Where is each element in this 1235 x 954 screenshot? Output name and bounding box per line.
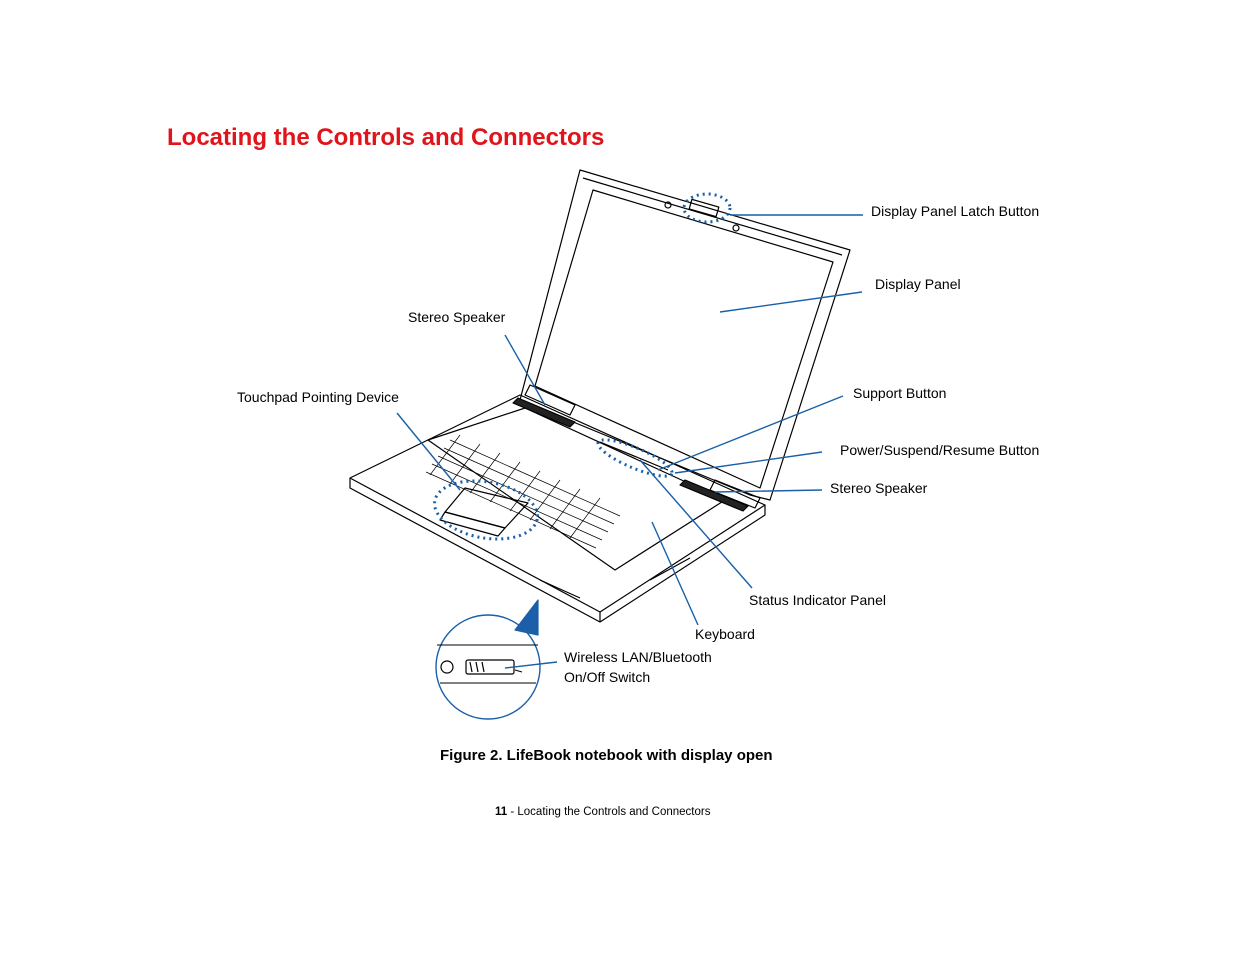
label-display-latch-button: Display Panel Latch Button	[871, 203, 1040, 219]
zoom-pointer	[514, 599, 539, 636]
label-stereo-speaker-right: Stereo Speaker	[830, 480, 928, 496]
label-wireless-switch-line2: On/Off Switch	[564, 669, 651, 685]
callout-keyboard	[651, 521, 699, 626]
status-highlight	[596, 438, 674, 478]
callout-support	[657, 395, 844, 471]
label-stereo-speaker-left: Stereo Speaker	[408, 309, 506, 325]
callout-wireless	[504, 661, 558, 669]
label-touchpad: Touchpad Pointing Device	[237, 389, 399, 405]
callout-speaker-left	[504, 334, 546, 406]
callout-speaker-right	[714, 489, 823, 493]
callout-status	[639, 459, 753, 589]
latch	[688, 198, 720, 218]
page-title: Locating the Controls and Connectors	[167, 124, 605, 151]
callout-power	[674, 451, 823, 474]
label-wireless-switch-line1: Wireless LAN/Bluetooth	[564, 649, 712, 665]
display-screen	[534, 189, 834, 489]
callout-display	[719, 291, 863, 313]
page-footer: 11 - Locating the Controls and Connector…	[495, 806, 710, 818]
latch-highlight	[682, 192, 732, 224]
label-power-button: Power/Suspend/Resume Button	[840, 442, 1040, 458]
label-status-indicator-panel: Status Indicator Panel	[749, 592, 886, 608]
page-number: 11	[495, 806, 508, 818]
wireless-switch	[465, 659, 515, 675]
figure-caption: Figure 2. LifeBook notebook with display…	[440, 747, 773, 764]
callout-touchpad	[396, 412, 461, 491]
switch-detail-circle	[435, 614, 541, 720]
keyboard-area	[427, 407, 726, 571]
label-display-panel: Display Panel	[875, 276, 961, 292]
label-keyboard: Keyboard	[695, 626, 755, 642]
touchpad-shape	[444, 487, 529, 529]
laptop-base	[349, 394, 766, 613]
display-lid	[519, 169, 851, 501]
touchpad-highlight	[433, 479, 539, 541]
label-support-button: Support Button	[853, 385, 947, 401]
footer-text: - Locating the Controls and Connectors	[507, 806, 711, 818]
